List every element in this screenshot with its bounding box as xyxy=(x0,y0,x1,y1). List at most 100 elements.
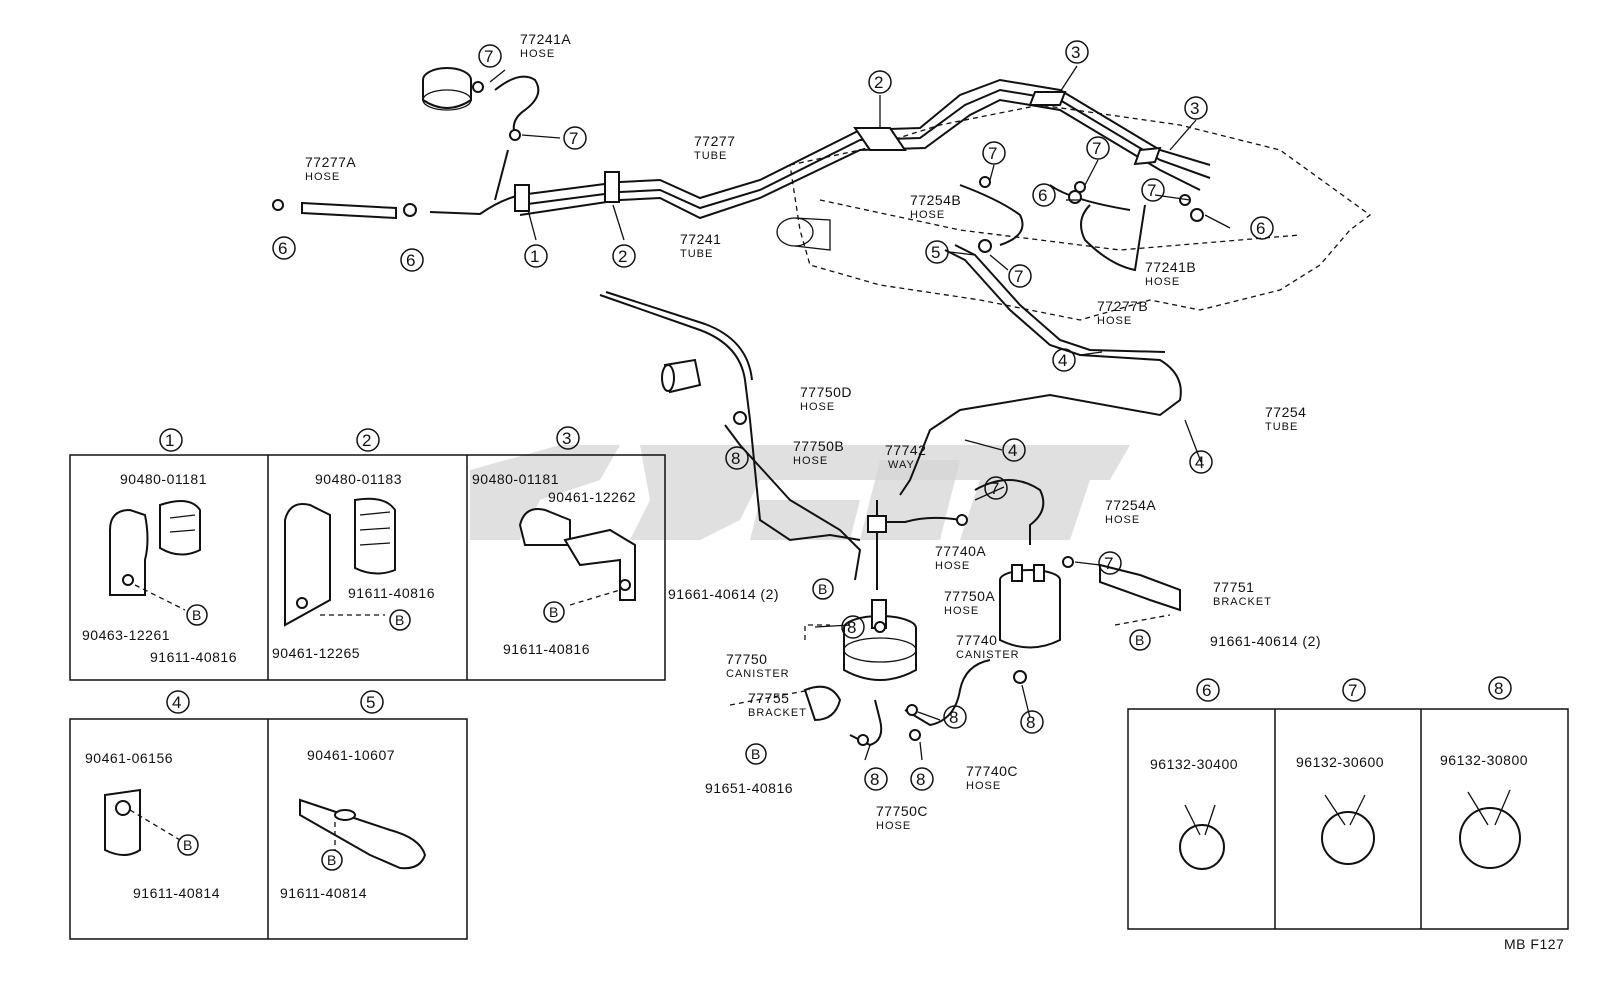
detail-5-bracket: B xyxy=(299,798,427,871)
clamp-3-right xyxy=(1133,146,1162,166)
label-text: HOSE xyxy=(1105,514,1140,526)
callout-8: 8 xyxy=(916,770,925,789)
label-text: 5 xyxy=(366,693,375,712)
label-text: CANISTER xyxy=(956,649,1020,661)
clamp-2-top xyxy=(853,127,907,151)
callout-3: 3 xyxy=(1190,99,1199,118)
callout-7: 7 xyxy=(1014,267,1023,286)
label-text: TUBE xyxy=(694,150,727,162)
clamp-1 xyxy=(514,184,530,212)
label-text: HOSE xyxy=(966,780,1001,792)
callout-5: 5 xyxy=(931,243,940,262)
detail-headers-4-5: 4 5 xyxy=(166,690,384,714)
label-77755: 77755 xyxy=(748,690,789,706)
hose-77241b xyxy=(1080,204,1146,272)
detail-headers-6-8: 6 7 8 xyxy=(1196,676,1512,702)
callout-6: 6 xyxy=(1256,219,1265,238)
label-77740: 77740 xyxy=(956,632,997,648)
label-90461-12262: 90461-12262 xyxy=(548,489,636,505)
callout-7: 7 xyxy=(988,144,997,163)
callout-7: 7 xyxy=(484,47,493,66)
way-77742 xyxy=(867,515,887,533)
fuel-filter xyxy=(661,358,702,394)
label-text: HOSE xyxy=(910,209,945,221)
callout-6: 6 xyxy=(406,251,415,270)
bracket-77751 xyxy=(1099,563,1181,612)
detail-6-hose-clamp xyxy=(1179,804,1225,870)
detail-3-bracket: B xyxy=(518,508,636,623)
label-90480-01181: 90480-01181 xyxy=(120,471,207,487)
label-91661-right: 91661-40614 (2) xyxy=(1210,633,1321,649)
label-text: B xyxy=(192,607,202,623)
callout-8: 8 xyxy=(731,449,740,468)
label-77277b: 77277B xyxy=(1097,298,1148,314)
label-text: 1 xyxy=(165,431,174,450)
callout-6: 6 xyxy=(278,239,287,258)
label-text: 2 xyxy=(362,431,371,450)
label-77254a: 77254A xyxy=(1105,497,1156,513)
label-text: HOSE xyxy=(1097,315,1132,327)
label-77740a: 77740A xyxy=(935,543,986,559)
label-90461-10607: 90461-10607 xyxy=(307,747,395,763)
hose-77254a xyxy=(974,479,1045,545)
label-text: 3 xyxy=(562,429,571,448)
label-77751: 77751 xyxy=(1213,579,1254,595)
label-text: HOSE xyxy=(935,560,970,572)
label-77750d: 77750D xyxy=(800,384,852,400)
label-text: B xyxy=(395,612,405,628)
callout-7: 7 xyxy=(569,129,578,148)
label-96132-30800: 96132-30800 xyxy=(1440,752,1528,768)
label-text: HOSE xyxy=(305,171,340,183)
label-77742: 77742 xyxy=(885,442,926,458)
label-text: TUBE xyxy=(1265,421,1298,433)
callout-7: 7 xyxy=(1104,554,1113,573)
label-77241a: 77241A xyxy=(520,31,571,47)
label-96132-30400: 96132-30400 xyxy=(1150,756,1238,772)
label-90461-12265: 90461-12265 xyxy=(272,645,360,661)
part-labels-upper: 77241A HOSE 77277A HOSE 77277 TUBE 77241… xyxy=(305,31,1321,832)
label-text: 8 xyxy=(1494,679,1503,698)
detail-7-hose-clamp xyxy=(1321,794,1375,865)
tube-77254 xyxy=(899,249,1182,496)
label-text: HOSE xyxy=(876,820,911,832)
label-90480-01183: 90480-01183 xyxy=(315,471,402,487)
callout-1: 1 xyxy=(530,247,539,266)
callout-6: 6 xyxy=(1038,186,1047,205)
callout-8: 8 xyxy=(949,708,958,727)
label-text: WAY xyxy=(888,459,915,471)
callout-7: 7 xyxy=(1147,181,1156,200)
label-77241b: 77241B xyxy=(1145,259,1196,275)
hose-77750b xyxy=(724,424,862,581)
label-90480-01181: 90480-01181 xyxy=(472,471,559,487)
canister-77740 xyxy=(999,564,1061,649)
callout-2: 2 xyxy=(874,73,883,92)
label-77750a: 77750A xyxy=(944,588,995,604)
label-text: B xyxy=(327,852,337,868)
label-77254b: 77254B xyxy=(910,192,961,208)
label-77277a: 77277A xyxy=(305,154,356,170)
label-91651: 91651-40816 xyxy=(705,780,793,796)
detail-4-clamp: B xyxy=(104,788,199,856)
clamp-2 xyxy=(604,171,620,203)
detail-box-6-8 xyxy=(1127,708,1569,930)
detail-1-clamp: B xyxy=(109,500,208,626)
callout-4: 4 xyxy=(1195,453,1204,472)
label-91611-40816: 91611-40816 xyxy=(503,641,590,657)
hose-77254b xyxy=(959,184,1024,246)
hose-77750c xyxy=(849,699,883,747)
label-77740c: 77740C xyxy=(966,763,1018,779)
label-90463-12261: 90463-12261 xyxy=(82,627,170,643)
callout-7: 7 xyxy=(990,479,999,498)
hose-77750d xyxy=(599,294,861,542)
bracket-77755 xyxy=(803,685,842,722)
callout-2: 2 xyxy=(618,247,627,266)
label-text: 7 xyxy=(1348,681,1357,700)
detail-box-1-3 xyxy=(69,454,666,681)
callout-4: 4 xyxy=(1058,351,1067,370)
callout-8: 8 xyxy=(847,618,856,637)
label-91661-left: 91661-40614 (2) xyxy=(668,586,779,602)
callout-3: 3 xyxy=(1071,43,1080,62)
label-text: B xyxy=(549,604,559,620)
hose-77241a xyxy=(494,75,540,136)
callouts-upper: 7 7 6 6 1 2 2 3 3 7 7 7 6 6 5 7 4 4 4 8 … xyxy=(272,40,1274,791)
